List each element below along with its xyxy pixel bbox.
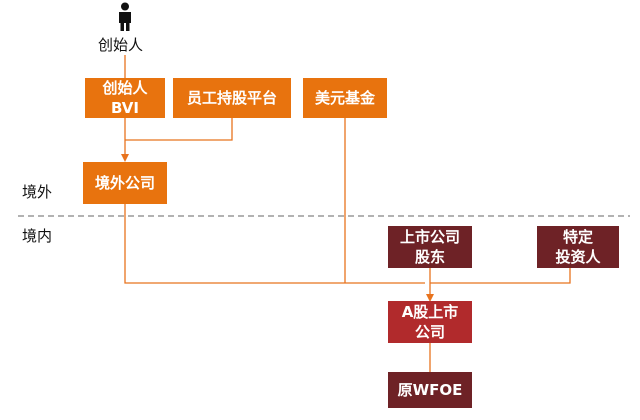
a-share-company-box: A股上市 公司	[388, 301, 472, 343]
line-offshore-ashare	[124, 204, 425, 284]
person-icon	[119, 2, 131, 31]
region-offshore-label: 境外	[22, 183, 53, 201]
listed-shareholders-box: 上市公司 股东	[388, 226, 472, 268]
founder-bvi-box: 创始人 BVI	[85, 78, 165, 118]
offshore-company-box: 境外公司	[83, 162, 167, 204]
specific-investors-box: 特定 投资人	[537, 226, 619, 268]
esop-platform-box: 员工持股平台	[173, 78, 291, 118]
region-onshore-label: 境内	[22, 227, 53, 245]
line-esop-offshore	[125, 118, 233, 141]
usd-fund-box: 美元基金	[303, 78, 387, 118]
founder-label: 创始人	[98, 36, 144, 54]
line-investors-ashare	[430, 268, 571, 284]
original-wfoe-box: 原WFOE	[388, 372, 472, 408]
